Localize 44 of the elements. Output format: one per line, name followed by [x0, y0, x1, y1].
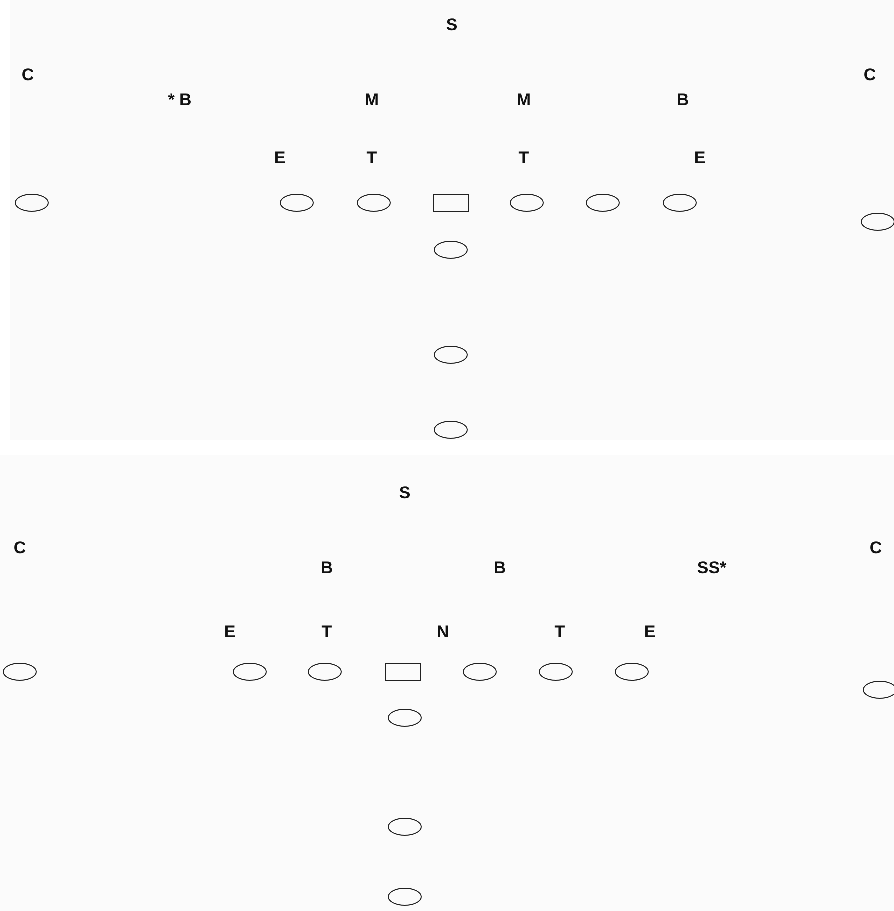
oval-symbol — [861, 213, 894, 231]
oval-symbol — [539, 663, 573, 681]
position-letter: E — [224, 624, 236, 640]
position-letter: E — [644, 624, 656, 640]
oval-symbol — [863, 681, 894, 699]
oval-symbol — [434, 346, 468, 364]
position-letter: S — [399, 484, 411, 502]
position-letter: C — [22, 66, 34, 84]
position-letter: T — [518, 150, 530, 166]
position-letter: C — [870, 540, 882, 556]
position-letter: T — [366, 150, 378, 166]
oval-symbol — [388, 888, 422, 906]
position-letter: SS* — [697, 560, 727, 576]
oval-symbol — [510, 194, 544, 212]
position-letter: N — [436, 624, 450, 640]
oval-symbol — [388, 709, 422, 727]
position-letter: S — [446, 16, 458, 34]
position-letter: B — [320, 560, 334, 576]
rectangle-symbol — [385, 663, 421, 681]
oval-symbol — [357, 194, 391, 212]
position-letter: T — [322, 624, 332, 640]
position-letter: E — [274, 150, 286, 166]
oval-symbol — [463, 663, 497, 681]
oval-symbol — [233, 663, 267, 681]
oval-symbol — [434, 421, 468, 439]
position-letter: * B — [168, 92, 192, 108]
oval-symbol — [3, 663, 37, 681]
oval-symbol — [663, 194, 697, 212]
rectangle-symbol — [433, 194, 469, 212]
oval-symbol — [388, 818, 422, 836]
oval-symbol — [308, 663, 342, 681]
position-letter: C — [864, 66, 876, 84]
position-letter: C — [14, 540, 26, 556]
position-letter: B — [676, 92, 690, 108]
oval-symbol — [434, 241, 468, 259]
oval-symbol — [280, 194, 314, 212]
position-letter: M — [364, 92, 380, 108]
position-letter: B — [494, 560, 506, 576]
position-letter: T — [554, 624, 566, 640]
oval-symbol — [615, 663, 649, 681]
position-letter: M — [516, 92, 532, 108]
oval-symbol — [586, 194, 620, 212]
oval-symbol — [15, 194, 49, 212]
position-letter: E — [694, 150, 706, 166]
